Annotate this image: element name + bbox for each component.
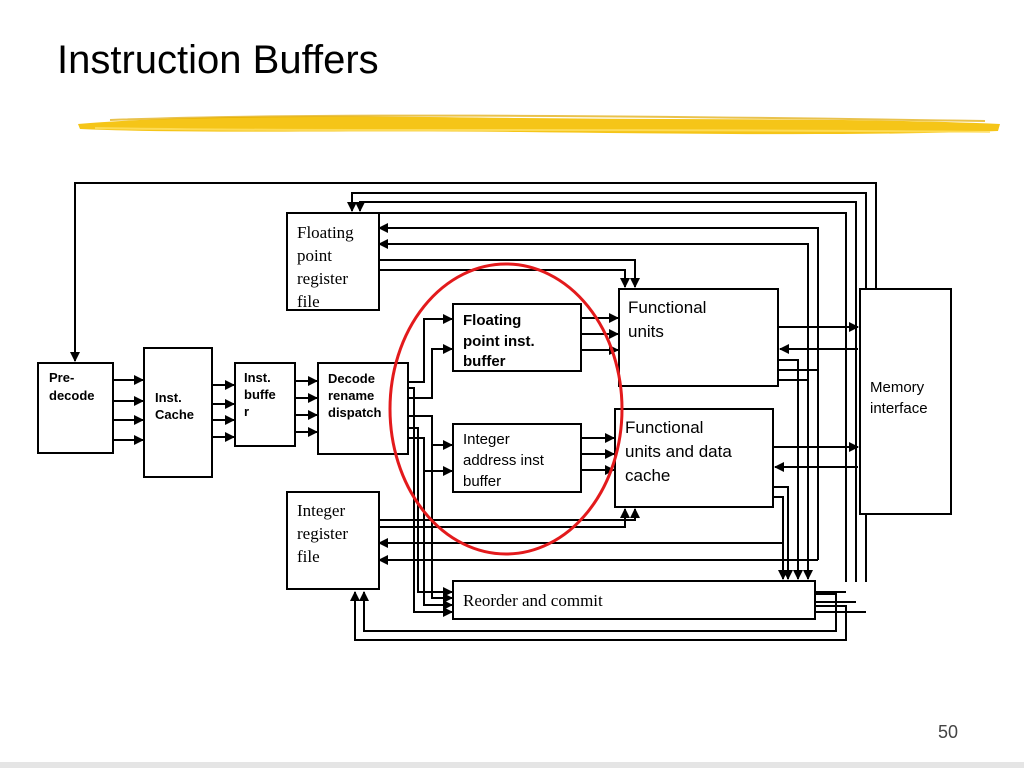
functional-units-data-cache-label: Functional units and data cache: [625, 418, 737, 485]
pre-decode-label: Pre- decode: [49, 370, 95, 403]
memory-interface-box: [859, 288, 952, 515]
reorder-commit-label: Reorder and commit: [463, 591, 603, 610]
diagram-connections: [70, 182, 877, 641]
integer-address-buffer-label: Integer address inst buffer: [463, 431, 548, 490]
fp-inst-buffer-label: Floating point inst. buffer: [463, 312, 539, 370]
fp-register-file-label: Floating point register file: [297, 223, 358, 311]
decode-rename-dispatch-label: Decode rename dispatch: [328, 371, 382, 420]
memory-interface-label: Memory interface: [870, 379, 928, 417]
highlight-ellipse: [388, 262, 624, 556]
footer-strip: [0, 762, 1024, 768]
integer-address-buffer-box: [452, 423, 582, 493]
integer-register-file-label: Integer register file: [297, 501, 352, 566]
reorder-commit-box: [452, 580, 816, 620]
functional-units-label: Functional units: [628, 298, 711, 341]
integer-register-file-box: [286, 491, 380, 590]
slide-title: Instruction Buffers: [57, 38, 379, 82]
pre-decode-box: [37, 362, 114, 454]
inst-cache-label: Inst. Cache: [155, 390, 194, 422]
fp-inst-buffer-box: [452, 303, 582, 372]
inst-buffer-label: Inst. buffe r: [244, 370, 279, 419]
fp-register-file-box: [286, 212, 380, 311]
inst-cache-box: [143, 347, 213, 478]
inst-buffer-box: [234, 362, 296, 447]
page-number: 50: [937, 722, 958, 742]
title-brush-underline: [78, 114, 1000, 135]
functional-units-box: [618, 288, 779, 387]
